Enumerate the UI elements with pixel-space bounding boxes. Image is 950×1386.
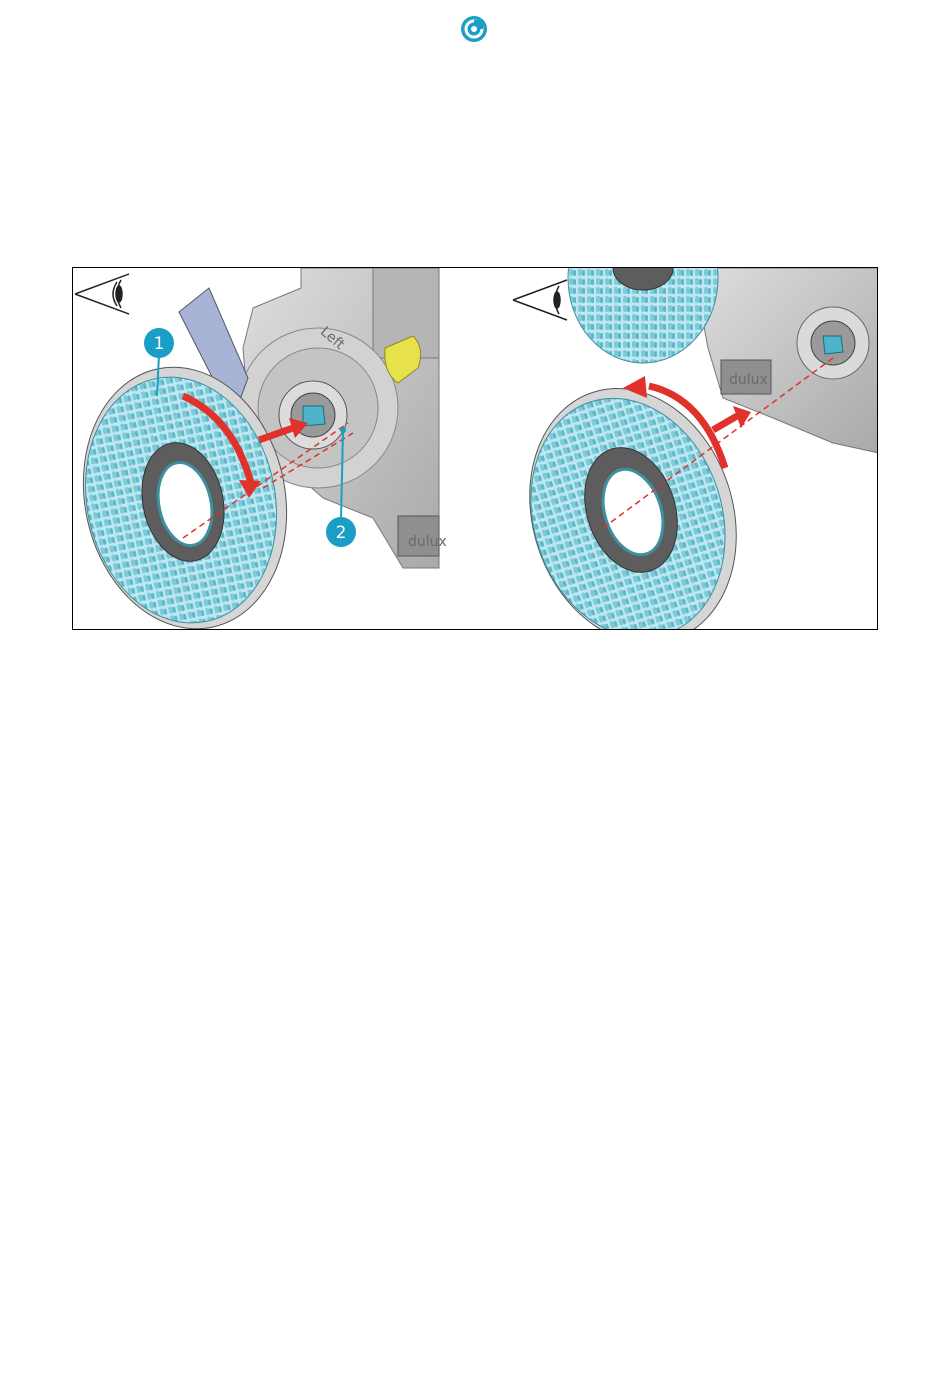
svg-text:2: 2	[336, 523, 347, 543]
svg-text:1: 1	[154, 334, 165, 354]
brush-right	[498, 361, 769, 630]
brush-installation-figure: Left dulux	[72, 267, 878, 630]
circular-arrow-icon	[458, 13, 490, 45]
nameplate-left: dulux	[408, 534, 447, 550]
eye-icon	[75, 274, 129, 314]
left-panel: Left dulux	[73, 268, 447, 630]
insertion-arrow-right	[713, 416, 737, 430]
mounted-brush-right	[568, 268, 718, 363]
drive-hub-left	[279, 381, 347, 449]
nameplate-right: dulux	[729, 372, 768, 388]
right-panel: dulux	[498, 268, 878, 630]
eye-icon	[513, 280, 567, 320]
